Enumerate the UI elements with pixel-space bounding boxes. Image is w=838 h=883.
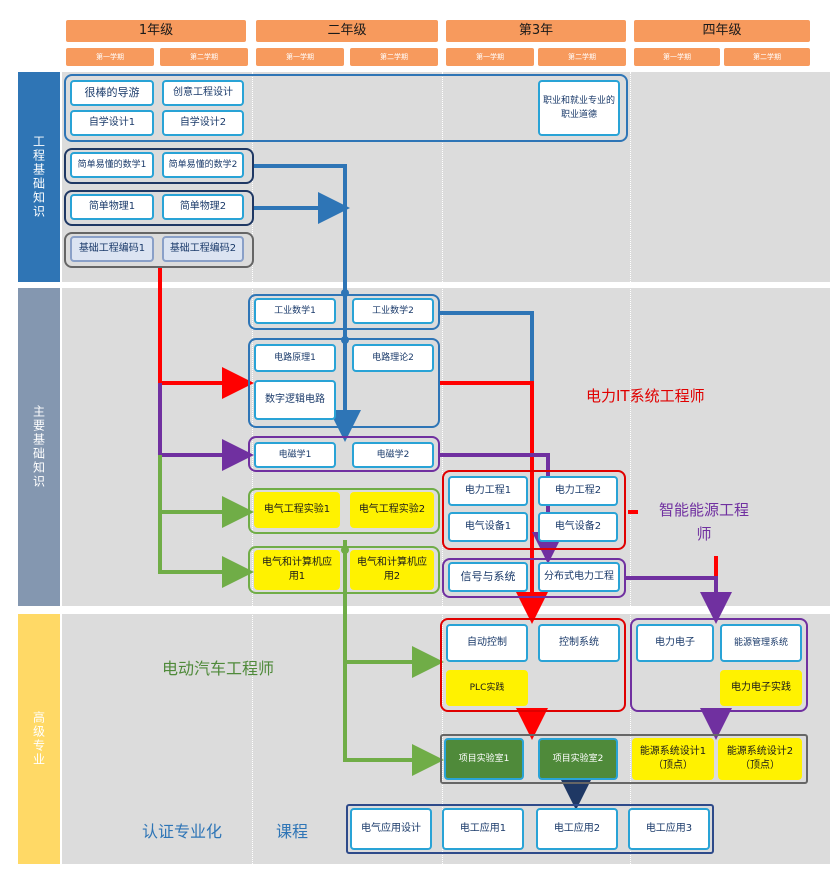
career-it-engineer: 电力IT系统工程师 (586, 387, 705, 405)
course-pwr[interactable]: 电力电子 (636, 624, 714, 662)
group-intro (64, 74, 628, 142)
course-eq2[interactable]: 电气设备2 (538, 512, 618, 542)
course-digital[interactable]: 数字逻辑电路 (254, 380, 336, 420)
red-arrow (158, 268, 254, 399)
group-power (442, 470, 626, 550)
course-dist[interactable]: 分布式电力工程 (538, 562, 620, 592)
year-header-1: 1年级 (66, 20, 246, 42)
semester-header: 第二学期 (724, 48, 810, 66)
career-course: 课程 (276, 822, 309, 841)
course-pwrlab[interactable]: 电力电子实践 (720, 670, 802, 706)
course-elab1[interactable]: 电气工程实验1 (254, 492, 340, 528)
semester-header: 第一学期 (446, 48, 534, 66)
course-plc[interactable]: PLC实践 (446, 670, 528, 706)
course-self2[interactable]: 自学设计2 (162, 110, 244, 136)
course-ea3[interactable]: 电工应用3 (628, 808, 710, 850)
purple-arrow (158, 383, 254, 471)
course-sig[interactable]: 信号与系统 (448, 562, 528, 592)
col-divider (630, 72, 631, 864)
semester-header: 第二学期 (160, 48, 248, 66)
course-circ2[interactable]: 电路理论2 (352, 344, 434, 372)
year-header-3: 第3年 (446, 20, 626, 42)
group-signals (442, 558, 626, 598)
group-physics (64, 190, 254, 226)
course-phys1[interactable]: 简单物理1 (70, 194, 154, 220)
course-proj2[interactable]: 项目实验室2 (538, 738, 618, 780)
green-arrow (343, 540, 444, 776)
career-smart-energy: 智能能源工程师 (658, 501, 749, 543)
major-band (62, 288, 830, 606)
semester-header: 第二学期 (350, 48, 438, 66)
green-arrow (158, 455, 254, 588)
course-circ1[interactable]: 电路原理1 (254, 344, 336, 372)
course-pe2[interactable]: 电力工程2 (538, 476, 618, 506)
group-elab (248, 488, 440, 534)
course-cap1[interactable]: 能源系统设计1（顶点） (632, 738, 714, 780)
course-ec1[interactable]: 电气和计算机应用1 (254, 550, 340, 590)
course-ctrl[interactable]: 控制系统 (538, 624, 620, 662)
semester-header: 第一学期 (634, 48, 720, 66)
group-control (440, 618, 626, 712)
course-imath2[interactable]: 工业数学2 (352, 298, 434, 324)
course-em1[interactable]: 电磁学1 (254, 442, 336, 468)
course-code2[interactable]: 基础工程编码2 (162, 236, 244, 262)
course-ea1[interactable]: 电工应用1 (442, 808, 524, 850)
career-ev-engineer: 电动汽车工程师 (162, 659, 275, 678)
group-ec (248, 546, 440, 594)
col-divider (442, 72, 443, 864)
group-applications (346, 804, 714, 854)
course-code1[interactable]: 基础工程编码1 (70, 236, 154, 262)
year-header-2: 二年级 (256, 20, 438, 42)
group-industrial-math (248, 294, 440, 330)
year-header-4: 四年级 (634, 20, 810, 42)
career-certification: 认证专业化 (142, 822, 223, 841)
group-math (64, 148, 254, 184)
course-auto[interactable]: 自动控制 (446, 624, 528, 662)
course-self1[interactable]: 自学设计1 (70, 110, 154, 136)
course-proj1[interactable]: 项目实验室1 (444, 738, 524, 780)
junction-dot (341, 546, 349, 554)
course-eq1[interactable]: 电气设备1 (448, 512, 528, 542)
group-em (248, 436, 440, 472)
semester-header: 第一学期 (256, 48, 344, 66)
group-projects (440, 734, 808, 784)
course-ethics[interactable]: 职业和就业专业的职业道德 (538, 80, 620, 136)
course-ea2[interactable]: 电工应用2 (536, 808, 618, 850)
course-creative[interactable]: 创意工程设计 (162, 80, 244, 106)
course-phys2[interactable]: 简单物理2 (162, 194, 244, 220)
course-em2[interactable]: 电磁学2 (352, 442, 434, 468)
group-circuits (248, 338, 440, 428)
course-eapp[interactable]: 电气应用设计 (350, 808, 432, 850)
course-imath1[interactable]: 工业数学1 (254, 298, 336, 324)
course-pe1[interactable]: 电力工程1 (448, 476, 528, 506)
purple-arrow (626, 576, 732, 624)
course-cap2[interactable]: 能源系统设计2（顶点） (718, 738, 802, 780)
section-label-advanced: 高级专业 (18, 614, 60, 864)
section-label-engineering: 工程基础知识 (18, 72, 60, 282)
course-emgmt[interactable]: 能源管理系统 (720, 624, 802, 662)
course-tour[interactable]: 很棒的导游 (70, 80, 154, 106)
semester-header: 第二学期 (538, 48, 626, 66)
course-math1[interactable]: 简单易懂的数学1 (70, 152, 154, 178)
section-label-major: 主要基础知识 (18, 288, 60, 606)
course-math2[interactable]: 简单易懂的数学2 (162, 152, 244, 178)
semester-header: 第一学期 (66, 48, 154, 66)
course-elab2[interactable]: 电气工程实验2 (350, 492, 434, 528)
course-ec2[interactable]: 电气和计算机应用2 (350, 550, 434, 590)
group-power-electronics (630, 618, 808, 712)
